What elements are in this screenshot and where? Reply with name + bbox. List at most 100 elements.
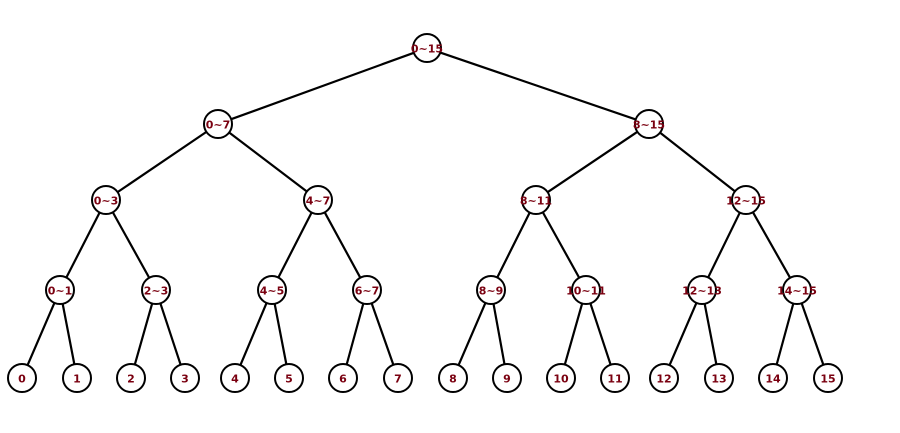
tree-node-2~3: 2~3 — [141, 275, 171, 305]
tree-node-0~7: 0~7 — [203, 109, 233, 139]
tree-node-4~5: 4~5 — [257, 275, 287, 305]
tree-node-0~15: 0~15 — [411, 33, 443, 63]
tree-node-13: 13 — [704, 363, 734, 393]
edge-2~3-to-3 — [159, 302, 182, 366]
node-circle — [91, 185, 121, 215]
node-circle — [758, 363, 788, 393]
node-label: 7 — [394, 373, 402, 386]
edge-6~7-to-6 — [345, 302, 365, 366]
tree-node-12: 12 — [649, 363, 679, 393]
tree-node-6~7: 6~7 — [352, 275, 382, 305]
node-circle — [203, 109, 233, 139]
tree-node-8~15: 8~15 — [633, 109, 665, 139]
tree-node-0~3: 0~3 — [91, 185, 121, 215]
node-label: 10 — [553, 373, 569, 386]
node-label: 4~7 — [306, 195, 331, 208]
tree-node-2: 2 — [116, 363, 146, 393]
edge-14~15-to-14 — [775, 302, 795, 366]
tree-node-4: 4 — [220, 363, 250, 393]
edge-4~7-to-4~5 — [277, 211, 313, 279]
tree-node-12~15: 12~15 — [726, 185, 766, 215]
node-label: 12~15 — [726, 195, 766, 208]
edge-0~7-to-0~3 — [116, 130, 208, 194]
node-label: 9 — [503, 373, 511, 386]
tree-node-10~11: 10~11 — [566, 275, 606, 305]
node-label: 0 — [18, 373, 26, 386]
node-label: 13 — [711, 373, 726, 386]
node-label: 11 — [607, 373, 622, 386]
node-circle — [141, 275, 171, 305]
tree-node-8: 8 — [438, 363, 468, 393]
tree-node-6: 6 — [328, 363, 358, 393]
edge-8~15-to-12~15 — [658, 131, 737, 193]
node-circle — [170, 363, 200, 393]
node-circle — [782, 275, 812, 305]
node-label: 2 — [127, 373, 135, 386]
tree-node-10: 10 — [546, 363, 576, 393]
edge-4~7-to-6~7 — [323, 211, 362, 279]
edge-0~15-to-0~7 — [230, 51, 415, 121]
node-circle — [571, 275, 601, 305]
node-label: 2~3 — [144, 285, 169, 298]
node-label: 8~11 — [520, 195, 552, 208]
node-circle — [220, 363, 250, 393]
node-circle — [7, 363, 37, 393]
node-circle — [546, 363, 576, 393]
tree-node-15: 15 — [813, 363, 843, 393]
node-circle — [521, 185, 551, 215]
edge-12~13-to-12 — [668, 301, 698, 367]
node-circle — [45, 275, 75, 305]
node-label: 0~15 — [411, 43, 443, 56]
node-label: 4~5 — [260, 285, 285, 298]
node-label: 3 — [181, 373, 189, 386]
node-circle — [412, 33, 442, 63]
node-label: 0~1 — [48, 285, 73, 298]
tree-node-5: 5 — [274, 363, 304, 393]
node-label: 0~7 — [206, 119, 231, 132]
node-circle — [274, 363, 304, 393]
node-label: 14~15 — [777, 285, 817, 298]
node-circle — [704, 363, 734, 393]
node-circle — [352, 275, 382, 305]
node-circle — [687, 275, 717, 305]
tree-node-12~13: 12~13 — [682, 275, 722, 305]
tree-node-9: 9 — [492, 363, 522, 393]
node-label: 1 — [73, 373, 81, 386]
edge-0~7-to-4~7 — [228, 131, 308, 193]
tree-node-14: 14 — [758, 363, 788, 393]
edge-8~11-to-10~11 — [541, 211, 581, 279]
edge-12~15-to-14~15 — [751, 211, 792, 279]
tree-node-14~15: 14~15 — [777, 275, 817, 305]
tree-node-1: 1 — [62, 363, 92, 393]
tree-node-3: 3 — [170, 363, 200, 393]
node-label: 10~11 — [566, 285, 606, 298]
node-label: 8 — [449, 373, 457, 386]
node-circle — [600, 363, 630, 393]
edge-0~1-to-0 — [26, 301, 56, 367]
edge-10~11-to-11 — [589, 302, 612, 366]
node-label: 6~7 — [355, 285, 380, 298]
node-circle — [634, 109, 664, 139]
edge-4~5-to-4 — [239, 301, 268, 367]
edge-8~11-to-8~9 — [496, 211, 531, 279]
node-label: 8~15 — [633, 119, 665, 132]
edge-0~1-to-1 — [61, 302, 76, 366]
node-circle — [813, 363, 843, 393]
node-circle — [476, 275, 506, 305]
node-circle — [62, 363, 92, 393]
node-label: 5 — [285, 373, 293, 386]
tree-node-7: 7 — [383, 363, 413, 393]
edge-0~3-to-0~1 — [65, 211, 101, 279]
edge-10~11-to-10 — [563, 302, 584, 366]
edge-0~3-to-2~3 — [111, 211, 151, 279]
node-circle — [328, 363, 358, 393]
node-label: 6 — [339, 373, 347, 386]
node-circle — [116, 363, 146, 393]
edge-4~5-to-5 — [273, 302, 288, 366]
node-circle — [303, 185, 333, 215]
edge-14~15-to-15 — [800, 302, 825, 366]
edge-8~9-to-9 — [492, 302, 506, 366]
edge-8~15-to-8~11 — [546, 130, 639, 194]
